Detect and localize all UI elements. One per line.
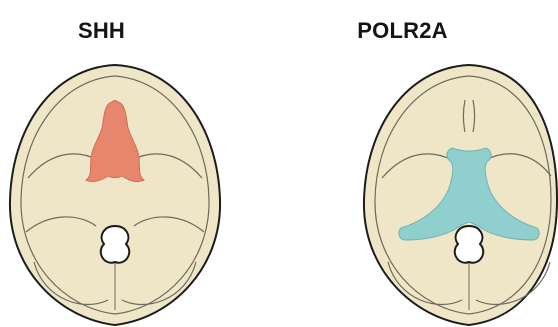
shh-panel: SHH (0, 0, 279, 327)
skull-base-shh (0, 0, 279, 327)
skull-base-polr2a (279, 0, 558, 327)
foramen-magnum (101, 226, 129, 263)
foramen-magnum (455, 226, 483, 263)
polr2a-panel: POLR2A (279, 0, 558, 327)
